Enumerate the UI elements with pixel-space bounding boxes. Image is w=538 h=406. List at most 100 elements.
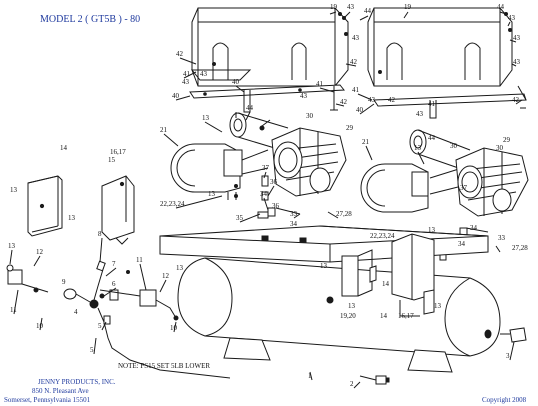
- callout-31: 35: [236, 214, 244, 222]
- tank-feet: [223, 337, 453, 373]
- callout-9: 9: [62, 278, 66, 286]
- callout-27-28b: 27,28: [512, 244, 528, 252]
- footer-copyright: Copyright 2008: [482, 396, 527, 404]
- callout-6: 6: [112, 280, 116, 288]
- callout-8: 8: [98, 230, 102, 238]
- callout-13h: 13: [176, 264, 184, 272]
- callout-21b: 21: [362, 138, 370, 146]
- callout-40b: 44: [497, 3, 505, 11]
- callout-13e: 13: [10, 186, 18, 194]
- callout-22-23-24b: 22,23,24: [370, 232, 395, 240]
- callout-38j: 43: [416, 110, 424, 118]
- callout-36b: 41: [316, 80, 324, 88]
- callout-10b: 10: [170, 324, 178, 332]
- callout-labels: 19 43 44 43 42 41 43 43 40 40 41 43 42 4…: [8, 3, 528, 389]
- control-box-14: [27, 175, 63, 237]
- note-ps15: NOTE: PS15 SET 5LB LOWER: [118, 362, 210, 370]
- tank-platform: [159, 225, 489, 263]
- callout-26c: 30: [496, 144, 504, 152]
- callout-12a: 12: [36, 248, 44, 256]
- compressor-pump-left: [259, 125, 347, 197]
- callout-19-20: 19,20: [340, 312, 356, 320]
- callout-38c: 43: [200, 70, 208, 78]
- callout-25: 29: [346, 124, 354, 132]
- callout-38b: 43: [352, 34, 360, 42]
- callout-14c: 14: [380, 312, 388, 320]
- drain-valve: [359, 375, 390, 385]
- belt-guard-right: [367, 7, 513, 87]
- callout-32a: 36: [270, 178, 278, 186]
- callout-37c: 42: [350, 58, 358, 66]
- pressure-switch-box: [341, 233, 435, 317]
- callout-15: 15: [108, 156, 116, 164]
- callout-35c: 40: [356, 106, 364, 114]
- callout-40: 44: [364, 7, 372, 15]
- guard-bracket-left: [189, 84, 345, 113]
- callout-5a: 5: [98, 322, 102, 330]
- footer-company: JENNY PRODUCTS, INC.: [38, 378, 116, 386]
- callout-11a: 11: [10, 306, 17, 314]
- callout-37d: 42: [388, 96, 396, 104]
- callout-13j: 13: [348, 302, 356, 310]
- callout-7: 7: [112, 260, 116, 268]
- callout-3: 3: [506, 352, 510, 360]
- side-fitting-3: [500, 327, 527, 343]
- callout-12b: 12: [162, 272, 170, 280]
- callout-19: 19: [404, 3, 412, 11]
- cover-plate-15: [101, 175, 135, 245]
- callout-38f: 43: [508, 14, 516, 22]
- callout-37: 42: [176, 50, 184, 58]
- callout-26: 30: [306, 112, 314, 120]
- callout-41: 44: [246, 104, 254, 112]
- callout-38h: 43: [513, 58, 521, 66]
- footer-address: 850 N. Pleasant Ave: [32, 387, 89, 395]
- compressor-pump-right: [455, 147, 529, 217]
- piping-assembly: [6, 260, 231, 379]
- callout-38g: 43: [513, 34, 521, 42]
- callout-35a: 40: [232, 78, 240, 86]
- diagram-title: MODEL 2 ( GT5B ) - 80: [40, 14, 140, 25]
- callout-36d: 41: [428, 100, 436, 108]
- callout-42b: 44: [428, 134, 436, 142]
- fittings-left: [234, 175, 301, 219]
- callout-39: 19: [330, 3, 338, 11]
- callout-29: 33: [290, 210, 298, 218]
- belt-guard-left: [190, 7, 349, 87]
- callout-16-17b: 16,17: [398, 312, 414, 320]
- callout-13g: 13: [8, 242, 16, 250]
- callout-13k: 13: [434, 302, 442, 310]
- callout-2: 2: [350, 380, 354, 388]
- callout-30b: 34: [290, 220, 298, 228]
- callout-38: 43: [347, 3, 355, 11]
- fitting-13-bottom: [326, 296, 334, 304]
- callout-30d: 34: [458, 240, 466, 248]
- callout-38e: 43: [300, 92, 308, 100]
- callout-10a: 10: [36, 322, 44, 330]
- callout-37e: 42: [512, 96, 520, 104]
- air-tank: [177, 257, 501, 357]
- callout-36c: 41: [352, 86, 360, 94]
- callout-16-17: 16,17: [110, 148, 126, 156]
- callout-37b: 42: [340, 98, 348, 106]
- callout-5b: 5: [90, 346, 94, 354]
- callout-4: 4: [74, 308, 78, 316]
- callout-33b: 37: [460, 184, 468, 192]
- callout-33: 37: [262, 164, 270, 172]
- callout-36: 41: [183, 70, 191, 78]
- callout-32b: 36: [272, 202, 280, 210]
- motor-right: [360, 163, 463, 213]
- callout-30c: 34: [470, 224, 478, 232]
- callout-14: 14: [60, 144, 68, 152]
- callout-14b: 14: [382, 280, 390, 288]
- callout-13i: 13: [320, 262, 328, 270]
- callout-29b: 33: [498, 234, 506, 242]
- callout-13c: 13: [414, 144, 422, 152]
- callout-30a: 34: [260, 190, 268, 198]
- callout-1: 1: [308, 372, 312, 380]
- callout-13b: 13: [208, 190, 216, 198]
- callout-35b: 40: [172, 92, 180, 100]
- callout-38d: 43: [182, 78, 190, 86]
- callout-25b: 29: [503, 136, 511, 144]
